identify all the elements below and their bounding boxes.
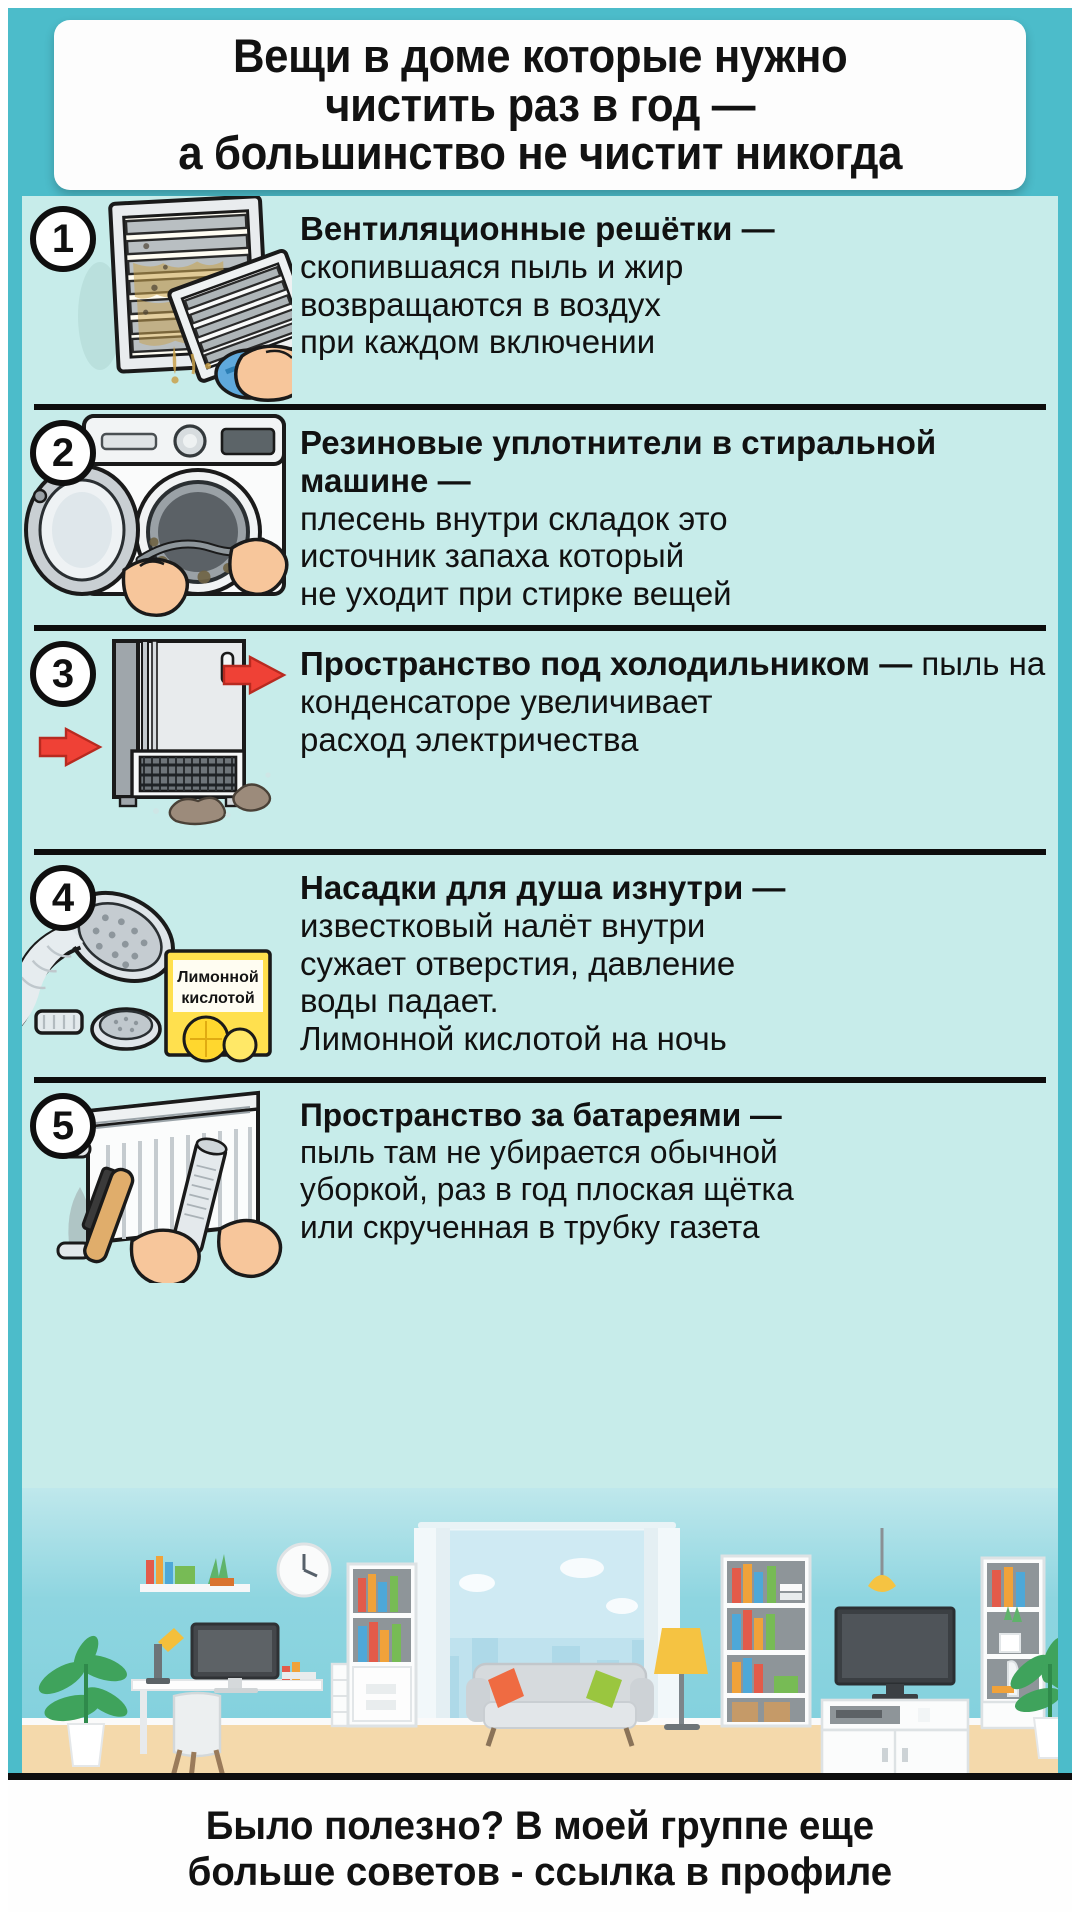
- item-lead: Насадки для душа изнутри —: [300, 869, 786, 906]
- item-body-line: Лимонной кислотой на ночь: [300, 1020, 727, 1058]
- living-room-illustration: [22, 1488, 1058, 1780]
- title-line-3: а большинство не чистит никогда: [178, 126, 902, 180]
- item-body-line: возвращаются в воздух: [300, 285, 661, 323]
- title-line-1: Вещи в доме которые нужно: [232, 28, 848, 82]
- section-divider: [34, 849, 1046, 855]
- item-number-badge: 3: [30, 641, 96, 707]
- item-number-badge: 4: [30, 865, 96, 931]
- tips-list: 1: [22, 196, 1058, 1488]
- list-item: 3: [22, 631, 1058, 849]
- item-number-badge: 1: [30, 206, 96, 272]
- footer-text: Было полезно? В моей группе еще больше с…: [188, 1804, 892, 1895]
- item-body-line: при каждом включении: [300, 323, 656, 361]
- section-divider: [34, 625, 1046, 631]
- section-divider: [34, 1077, 1046, 1083]
- item-body-line: пыль там не убирается обычной: [300, 1134, 778, 1171]
- radiator-icon: [22, 1083, 292, 1283]
- item-number-badge: 2: [30, 420, 96, 486]
- item-body-line: известковый налёт внутри: [300, 906, 706, 944]
- item-number-badge: 5: [30, 1093, 96, 1159]
- item-body-line: сужает отверстия, давление: [300, 944, 736, 982]
- list-item: 2: [22, 410, 1058, 625]
- list-item: 5: [22, 1083, 1058, 1283]
- ventilation-grille-icon: [22, 196, 292, 404]
- header-band: Вещи в доме которые нужно чистить раз в …: [0, 0, 1080, 210]
- footer-cta[interactable]: Было полезно? В моей группе еще больше с…: [0, 1773, 1080, 1920]
- item-lead: Пространство за батареями —: [300, 1097, 782, 1133]
- packet-label-line-1: Лимонной: [177, 969, 258, 986]
- item-text: Насадки для душа изнутри — известковый н…: [292, 855, 1058, 1058]
- title-card: Вещи в доме которые нужно чистить раз в …: [54, 20, 1026, 190]
- item-body-line: скопившаяся пыль и жир: [300, 247, 684, 285]
- item-body-line: или скрученная в трубку газета: [300, 1208, 760, 1245]
- item-body-line: плесень внутри складок это: [300, 499, 728, 537]
- item-body-line: конденсаторе увеличивает: [300, 682, 713, 720]
- item-text: Пространство под холодильником — пыль на…: [292, 631, 1058, 758]
- item-text: Резиновые уплотнители в стиральной машин…: [292, 410, 1058, 613]
- item-body-line: уборкой, раз в год плоская щётка: [300, 1171, 794, 1208]
- item-text: Пространство за батареями — пыль там не …: [292, 1083, 1058, 1246]
- item-lead: Резиновые уплотнители в стиральной машин…: [300, 424, 937, 499]
- item-body-line: расход электричества: [300, 720, 639, 758]
- washing-machine-icon: [22, 410, 292, 625]
- list-item: 4: [22, 855, 1058, 1077]
- footer-line-1: Было полезно? В моей группе еще: [205, 1804, 875, 1849]
- footer-line-2: больше советов - ссылка в профиле: [187, 1850, 893, 1894]
- title-line-2: чистить раз в год —: [324, 77, 755, 131]
- item-lead: Пространство под холодильником — пыль на: [300, 645, 1046, 682]
- item-body-line: не уходит при стирке вещей: [300, 575, 732, 613]
- packet-label-line-2: кислотой: [181, 990, 254, 1007]
- item-lead: Вентиляционные решётки —: [300, 210, 775, 247]
- refrigerator-icon: [22, 631, 292, 849]
- item-text: Вентиляционные решётки — скопившаяся пыл…: [292, 196, 1058, 361]
- item-body-line: источник запаха который: [300, 537, 685, 575]
- page-title: Вещи в доме которые нужно чистить раз в …: [178, 28, 902, 180]
- item-body-line: воды падает.: [300, 982, 499, 1020]
- section-divider: [34, 404, 1046, 410]
- list-item: 1: [22, 196, 1058, 404]
